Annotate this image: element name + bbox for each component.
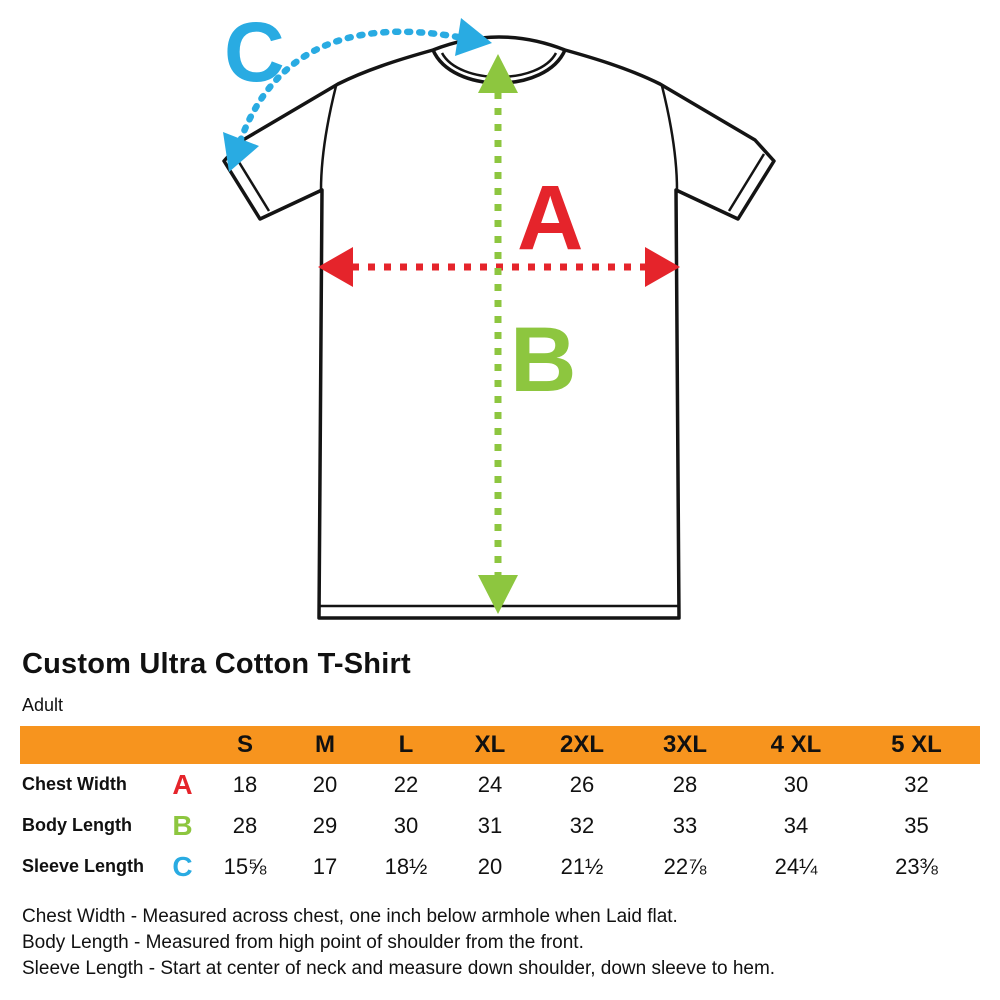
tshirt-illustration xyxy=(222,18,776,620)
col-header-s: S xyxy=(205,726,285,764)
cell-body-xl: 31 xyxy=(447,805,533,846)
cell-chest-m: 20 xyxy=(285,764,365,805)
page-title: Custom Ultra Cotton T-Shirt xyxy=(22,648,411,680)
row-letter-b: B xyxy=(160,805,205,846)
tshirt-outline xyxy=(222,35,776,620)
left-cuff-stitch xyxy=(232,153,271,212)
note-chest-width: Chest Width - Measured across chest, one… xyxy=(22,906,678,927)
cell-body-s: 28 xyxy=(205,805,285,846)
row-label-sleeve-length: Sleeve Length xyxy=(20,846,160,887)
note-sleeve-length: Sleeve Length - Start at center of neck … xyxy=(22,958,776,980)
table-row-sleeve-length: Sleeve Length C 15⅝ 17 18½ 20 21½ 22⅞ 24… xyxy=(20,846,980,887)
cell-body-m: 29 xyxy=(285,805,365,846)
cell-sleeve-4xl: 24¼ xyxy=(739,846,853,887)
tshirt-measurement-diagram: C A B xyxy=(222,5,776,620)
header-spacer-letter xyxy=(160,726,205,764)
cell-chest-s: 18 xyxy=(205,764,285,805)
sleeve-length-arrow xyxy=(223,18,492,172)
cell-body-3xl: 33 xyxy=(631,805,739,846)
row-letter-c: C xyxy=(160,846,205,887)
cell-sleeve-3xl: 22⅞ xyxy=(631,846,739,887)
cell-sleeve-xl: 20 xyxy=(447,846,533,887)
col-header-5xl: 5 XL xyxy=(853,726,980,764)
col-header-l: L xyxy=(365,726,447,764)
row-label-body-length: Body Length xyxy=(20,805,160,846)
cell-chest-3xl: 28 xyxy=(631,764,739,805)
col-header-2xl: 2XL xyxy=(533,726,631,764)
measurement-label-b: B xyxy=(510,309,577,411)
table-row-chest-width: Chest Width A 18 20 22 24 26 28 30 32 xyxy=(20,764,980,805)
col-header-m: M xyxy=(285,726,365,764)
col-header-3xl: 3XL xyxy=(631,726,739,764)
cell-body-4xl: 34 xyxy=(739,805,853,846)
measurement-label-a: A xyxy=(517,167,584,269)
body-length-arrow xyxy=(478,54,518,614)
right-armhole-seam xyxy=(660,85,679,191)
cell-sleeve-l: 18½ xyxy=(365,846,447,887)
left-armhole-seam xyxy=(319,85,338,191)
measurement-notes: Chest Width - Measured across chest, one… xyxy=(22,905,1000,981)
cell-body-l: 30 xyxy=(365,805,447,846)
measurement-label-c: C xyxy=(224,5,285,99)
size-table: S M L XL 2XL 3XL 4 XL 5 XL Chest Width A… xyxy=(20,726,980,887)
cell-sleeve-2xl: 21½ xyxy=(533,846,631,887)
size-table-header-row: S M L XL 2XL 3XL 4 XL 5 XL xyxy=(20,726,980,764)
cell-chest-5xl: 32 xyxy=(853,764,980,805)
chest-width-arrow xyxy=(318,247,680,287)
cell-body-2xl: 32 xyxy=(533,805,631,846)
cell-sleeve-5xl: 23⅜ xyxy=(853,846,980,887)
row-label-chest-width: Chest Width xyxy=(20,764,160,805)
group-label: Adult xyxy=(22,695,64,715)
header-spacer-label xyxy=(20,726,160,764)
cell-chest-4xl: 30 xyxy=(739,764,853,805)
right-cuff-stitch xyxy=(727,153,766,212)
col-header-4xl: 4 XL xyxy=(739,726,853,764)
col-header-xl: XL xyxy=(447,726,533,764)
table-row-body-length: Body Length B 28 29 30 31 32 33 34 35 xyxy=(20,805,980,846)
cell-body-5xl: 35 xyxy=(853,805,980,846)
row-letter-a: A xyxy=(160,764,205,805)
note-body-length: Body Length - Measured from high point o… xyxy=(22,932,584,954)
cell-chest-l: 22 xyxy=(365,764,447,805)
cell-chest-2xl: 26 xyxy=(533,764,631,805)
cell-sleeve-s: 15⅝ xyxy=(205,846,285,887)
cell-chest-xl: 24 xyxy=(447,764,533,805)
cell-sleeve-m: 17 xyxy=(285,846,365,887)
